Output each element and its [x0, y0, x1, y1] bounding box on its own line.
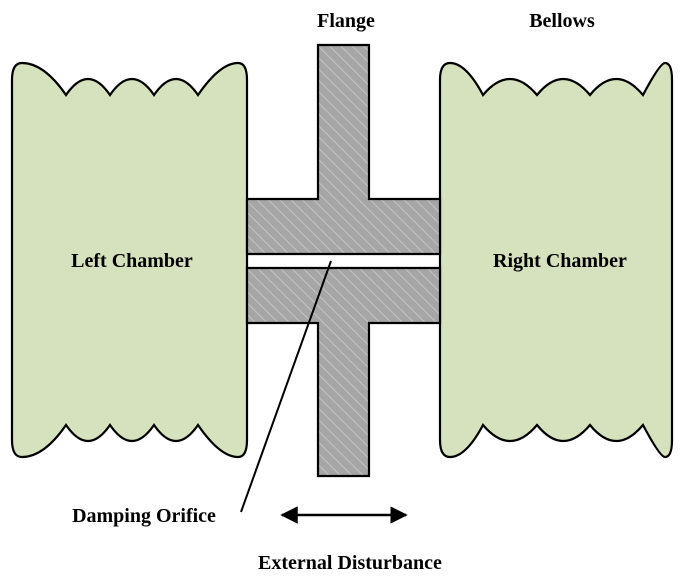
bellows-label: Bellows	[529, 10, 595, 32]
flange-label: Flange	[317, 10, 375, 32]
right-chamber-label: Right Chamber	[493, 250, 627, 272]
damping-orifice-leader	[240, 260, 332, 513]
left-chamber-label: Left Chamber	[71, 250, 193, 272]
lower-flange	[245, 266, 442, 478]
right-chamber-bellows	[438, 61, 674, 459]
left-chamber-bellows	[10, 61, 249, 459]
external-disturbance-label: External Disturbance	[258, 552, 442, 574]
upper-flange	[245, 43, 442, 256]
damping-orifice-label: Damping Orifice	[72, 505, 216, 527]
